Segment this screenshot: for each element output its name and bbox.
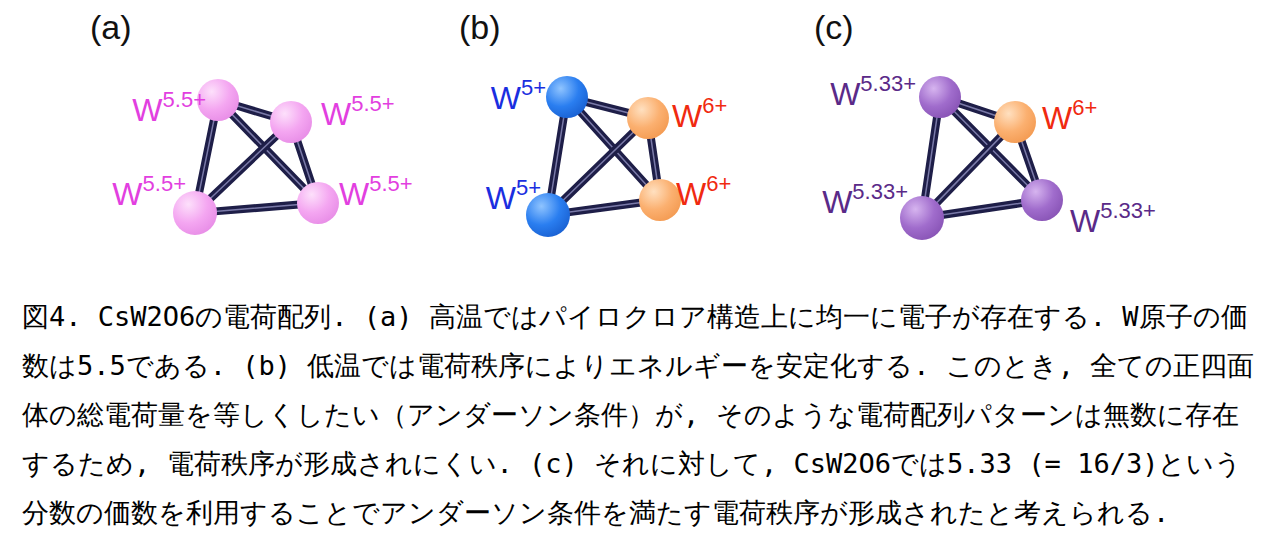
valence-superscript: 5.5+: [163, 87, 206, 112]
bond-rod: [551, 116, 564, 195]
valence-label: W5.33+: [830, 78, 916, 110]
bond-rod: [210, 135, 278, 199]
valence-label: W5+: [491, 82, 546, 114]
element-symbol: W: [491, 80, 521, 116]
element-symbol: W: [339, 176, 369, 212]
valence-superscript: 5+: [516, 175, 541, 200]
tungsten-atom: W6+: [639, 179, 681, 221]
valence-superscript: 6+: [1072, 95, 1097, 120]
valence-superscript: 6+: [702, 93, 727, 118]
tungsten-atom: W5.5+: [297, 182, 339, 224]
tungsten-atom: W5+: [526, 193, 570, 237]
tungsten-atom: W5.33+: [900, 196, 944, 240]
tungsten-atom: W5.33+: [919, 76, 961, 118]
bond-rod: [585, 102, 629, 113]
bond-rod: [236, 105, 273, 116]
element-symbol: W: [486, 180, 516, 216]
bond-rod: [958, 103, 997, 116]
panel-label: (a): [90, 8, 132, 47]
valence-label: W5+: [486, 182, 541, 214]
tungsten-atom: W5.5+: [173, 191, 217, 235]
tungsten-atom: W5.5+: [270, 101, 312, 143]
bond-rod: [568, 203, 641, 213]
bond-rod: [199, 119, 214, 194]
element-symbol: W: [1070, 203, 1100, 239]
valence-label: W6+: [672, 100, 727, 132]
bond-rod: [651, 137, 657, 181]
valence-label: W5.33+: [822, 186, 908, 218]
panel-label: (c): [814, 8, 854, 47]
tungsten-atom: W5.5+: [197, 79, 239, 121]
element-symbol: W: [672, 98, 702, 134]
element-symbol: W: [830, 76, 860, 112]
bond-rod: [215, 205, 299, 212]
bond-rod: [297, 140, 312, 185]
tungsten-atom: W5.33+: [1021, 179, 1063, 221]
panel-label: (b): [459, 8, 501, 47]
valence-label: W6+: [676, 178, 731, 210]
valence-superscript: 5.5+: [369, 171, 412, 196]
valence-superscript: 5.33+: [852, 179, 908, 204]
bond-rod: [925, 116, 937, 198]
tungsten-atom: W5+: [546, 76, 588, 118]
valence-label: W6+: [1042, 102, 1097, 134]
bond-rod: [1021, 140, 1036, 182]
valence-superscript: 5.33+: [1100, 198, 1156, 223]
bond-rod: [562, 131, 634, 201]
valence-label: W5.5+: [321, 98, 395, 130]
element-symbol: W: [321, 96, 351, 132]
valence-label: W5.5+: [339, 178, 413, 210]
tungsten-atom: W6+: [627, 97, 669, 139]
element-symbol: W: [1042, 100, 1072, 136]
element-symbol: W: [112, 176, 142, 212]
element-symbol: W: [132, 92, 162, 128]
valence-superscript: 5.5+: [143, 171, 186, 196]
valence-superscript: 5.33+: [860, 71, 916, 96]
valence-label: W5.5+: [132, 94, 206, 126]
valence-label: W5.33+: [1070, 205, 1156, 237]
valence-superscript: 5+: [521, 75, 546, 100]
valence-superscript: 5.5+: [351, 91, 394, 116]
bond-rod: [936, 136, 1002, 204]
valence-superscript: 6+: [706, 171, 731, 196]
bond-rod: [942, 203, 1023, 215]
valence-label: W5.5+: [112, 178, 186, 210]
tungsten-atom: W6+: [994, 101, 1036, 143]
element-symbol: W: [676, 176, 706, 212]
element-symbol: W: [822, 184, 852, 220]
figure-caption: 図4. CsW2O6の電荷配列. (a) 高温ではパイロクロア構造上に均一に電子…: [22, 292, 1262, 537]
